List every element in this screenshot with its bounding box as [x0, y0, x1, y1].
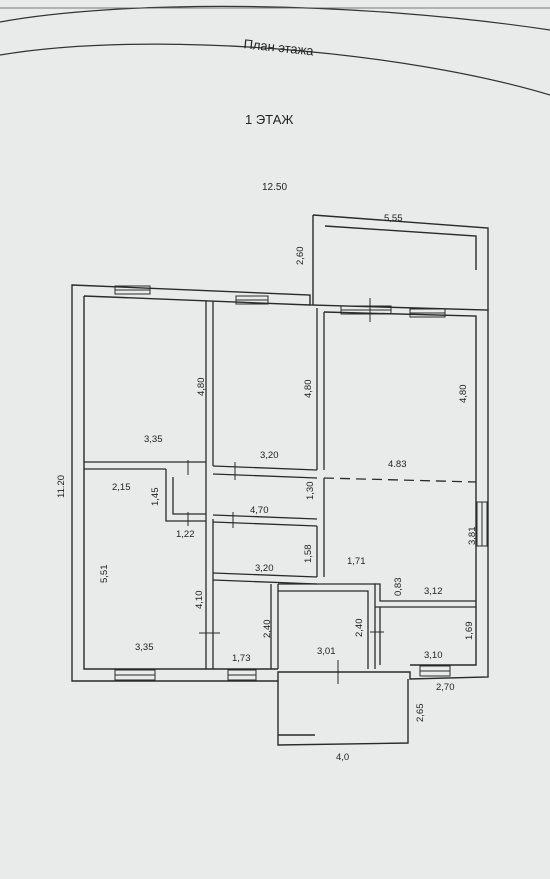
plan-line — [205, 466, 214, 669]
dimension-label: 3,12 — [424, 586, 443, 597]
plan-line — [165, 469, 206, 522]
dimension-label: 1,58 — [303, 545, 314, 564]
page-edge-curve — [0, 43, 550, 96]
plan-line — [71, 284, 489, 682]
dimension-labels: 5,55 2,60 4,80 3,35 4,80 3,20 4,80 4.83 … — [56, 213, 478, 763]
dimension-label: 5,51 — [99, 565, 110, 584]
dimension-label: 1,30 — [305, 482, 316, 501]
dimension-label: 1,73 — [232, 653, 251, 664]
dimension-label: 4,10 — [194, 591, 205, 610]
plan-line — [277, 679, 409, 746]
dimension-label: 0,83 — [393, 578, 404, 597]
dimension-label: 3,20 — [260, 450, 279, 461]
door-marks — [187, 298, 384, 684]
dimension-label: 4,80 — [303, 380, 314, 399]
plan-line — [83, 295, 477, 670]
plan-line — [212, 465, 318, 479]
dimension-label: 4,80 — [458, 385, 469, 404]
dim-total-width: 12.50 — [262, 182, 287, 193]
dimension-label: 1,45 — [150, 488, 161, 507]
dimension-label: 3,35 — [144, 434, 163, 445]
dimension-label: 1,22 — [176, 529, 195, 540]
plan-line — [84, 461, 206, 470]
dimension-label: 2,60 — [295, 247, 306, 266]
dimension-label: 3,81 — [467, 527, 478, 546]
dimension-label: 1,71 — [347, 556, 366, 567]
dimension-label: 4,70 — [250, 505, 269, 516]
dimension-label: 2,40 — [354, 619, 365, 638]
dimension-label: 2,15 — [112, 482, 131, 493]
dimension-label: 3,35 — [135, 642, 154, 653]
plan-line — [212, 572, 318, 585]
dimension-label: 3,10 — [424, 650, 443, 661]
dimension-label: 1,69 — [464, 622, 475, 641]
plan-line — [212, 514, 318, 527]
plan-line — [316, 308, 325, 470]
interior-walls — [84, 301, 477, 669]
plan-line — [316, 478, 325, 577]
plan-line — [312, 214, 489, 310]
dimension-label: 2,70 — [436, 682, 455, 693]
dashed-divider — [323, 477, 477, 483]
dimension-label: 2,40 — [262, 620, 273, 639]
dimension-label: 11.20 — [56, 475, 67, 498]
plan-title: План этажа — [243, 36, 315, 58]
page-edge-curve — [0, 5, 550, 31]
plan-line — [270, 584, 279, 669]
windows — [114, 285, 488, 681]
outer-walls — [71, 214, 489, 746]
plan-line — [205, 301, 214, 466]
floor-label: 1 ЭТАЖ — [245, 112, 293, 127]
dimension-label: 4,80 — [196, 378, 207, 397]
dimension-label: 4.83 — [388, 459, 407, 470]
dimension-label: 3,01 — [317, 646, 336, 657]
dimension-label: 2,65 — [415, 704, 426, 723]
dimension-label: 5,55 — [384, 213, 403, 224]
plan-line — [375, 583, 476, 608]
dimension-label: 4,0 — [336, 752, 349, 763]
dimension-label: 3,20 — [255, 563, 274, 574]
